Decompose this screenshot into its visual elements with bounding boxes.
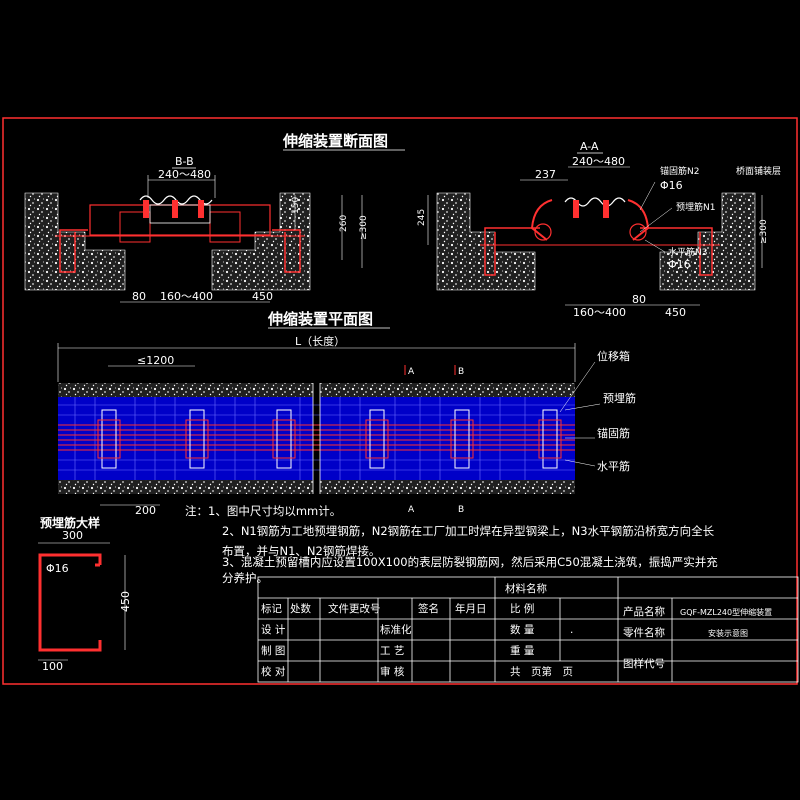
tb-standard: 标准化 [380,623,412,636]
plan-spacing-label: ≤1200 [137,354,174,367]
tb-pages: 共 页第 页 [510,665,573,678]
plan-cut-a: A [408,367,415,377]
detail-dim-100: 100 [42,660,63,673]
aa-dim-80: 80 [632,293,646,306]
tb-dot: . [570,624,573,636]
tb-doc-no: 文件更改号 [328,602,381,615]
aa-label-phi16-a: Φ16 [660,179,683,192]
note-line-1: 注：1、图中尺寸均以mm计。 [185,504,341,518]
bb-dim-top: 240～480 [158,168,211,181]
aa-label-surface: 桥面铺装层 [736,165,781,177]
plan-label-embed: 预埋筋 [603,391,636,405]
tb-product-value: GQF-MZL240型伸缩装置 [680,607,772,617]
tb-review: 审 核 [380,665,405,678]
tb-sign: 签名 [418,602,439,615]
detail-dim-300: 300 [62,529,83,542]
section-aa-label: A-A [580,140,599,153]
plan-cut-b: B [458,367,464,377]
title-block-text: 材料名称 标记 处数 文件更改号 签名 年月日 比 例 产品名称 GQF-MZL… [261,582,772,678]
notes: 注：1、图中尺寸均以mm计。 2、N1钢筋为工地预埋钢筋，N2钢筋在工厂加工时焊… [185,504,718,585]
plan-cut-b-bottom: B [458,505,464,515]
rebar-detail-title: 预埋筋大样 [40,515,100,530]
tb-product-name: 产品名称 [623,605,665,618]
plan-label-anchor: 锚固筋 [597,426,630,440]
drawing-frame [2,117,798,685]
plan-view: L（长度） ≤1200 A B A B [57,334,636,517]
tb-count: 处数 [290,602,311,615]
aa-dim-gap: 160～400 [573,306,626,319]
detail-dim-phi: Φ16 [46,562,69,575]
note-line-4: 3、混凝土预留槽内应设置100X100的表层防裂钢筋网，然后采用C50混凝土浇筑… [222,555,718,569]
note-line-2: 2、N1钢筋为工地预埋钢筋，N2钢筋在工厂加工时焊在异型钢梁上，N3水平钢筋沿桥… [222,524,715,538]
aa-label-n1: 预埋筋N1 [676,201,715,213]
bb-dim-260: 260 [339,215,349,232]
section-bb-label: B-B [175,155,194,168]
tb-craft: 工 艺 [380,645,404,657]
tb-scale: 比 例 [510,602,534,615]
aa-dim-450: 450 [665,306,686,319]
tb-check: 校 对 [261,665,286,678]
aa-dim-top: 240～480 [572,155,625,168]
plan-length-label: L（长度） [295,334,345,348]
detail-dim-450: 450 [119,591,132,612]
note-line-3: 布置，并与N1、N2钢筋焊接。 [222,544,380,558]
aa-label-n3: 水平筋N3 [668,246,707,258]
aa-label-phi16-b: Φ16 [668,258,691,271]
plan-dim-200: 200 [135,504,156,517]
aa-dim-237: 237 [535,168,556,181]
aa-dim-245: 245 [417,209,427,226]
bb-dim-150: 150 [291,197,301,214]
aa-label-n2: 锚固筋N2 [660,165,699,177]
bb-dim-80: 80 [132,290,146,303]
section-view-title: 伸缩装置断面图 [282,132,388,150]
tb-part-value: 安装示意图 [708,628,748,638]
tb-draw: 制 图 [261,644,285,657]
bb-dim-450: 450 [252,290,273,303]
tb-part-name: 零件名称 [623,626,665,639]
tb-mark: 标记 [261,603,282,615]
note-line-5: 分养护。 [222,571,268,585]
section-aa: A-A 240～480 237 245 ≥300 160～400 80 450 … [417,140,781,319]
bb-dim-300: ≥300 [359,215,369,240]
tb-quantity: 数 量 [510,623,535,636]
plan-view-title: 伸缩装置平面图 [267,310,373,328]
rebar-detail: 预埋筋大样 300 Φ16 450 100 [38,515,132,673]
tb-material: 材料名称 [505,582,547,595]
tb-drawing-no: 图样代号 [623,657,665,670]
tb-design: 设 计 [261,623,286,636]
tb-weight: 重 量 [510,644,535,657]
plan-cut-a-bottom: A [408,505,415,515]
title-block [257,576,799,683]
plan-label-box: 位移箱 [597,349,630,363]
bb-dim-gap: 160～400 [160,290,213,303]
aa-dim-300: ≥300 [759,219,769,244]
tb-date: 年月日 [455,602,487,615]
plan-label-horizontal: 水平筋 [597,459,630,473]
section-bb: B-B 240～480 150 260 ≥300 80 160～400 4 [24,155,369,303]
